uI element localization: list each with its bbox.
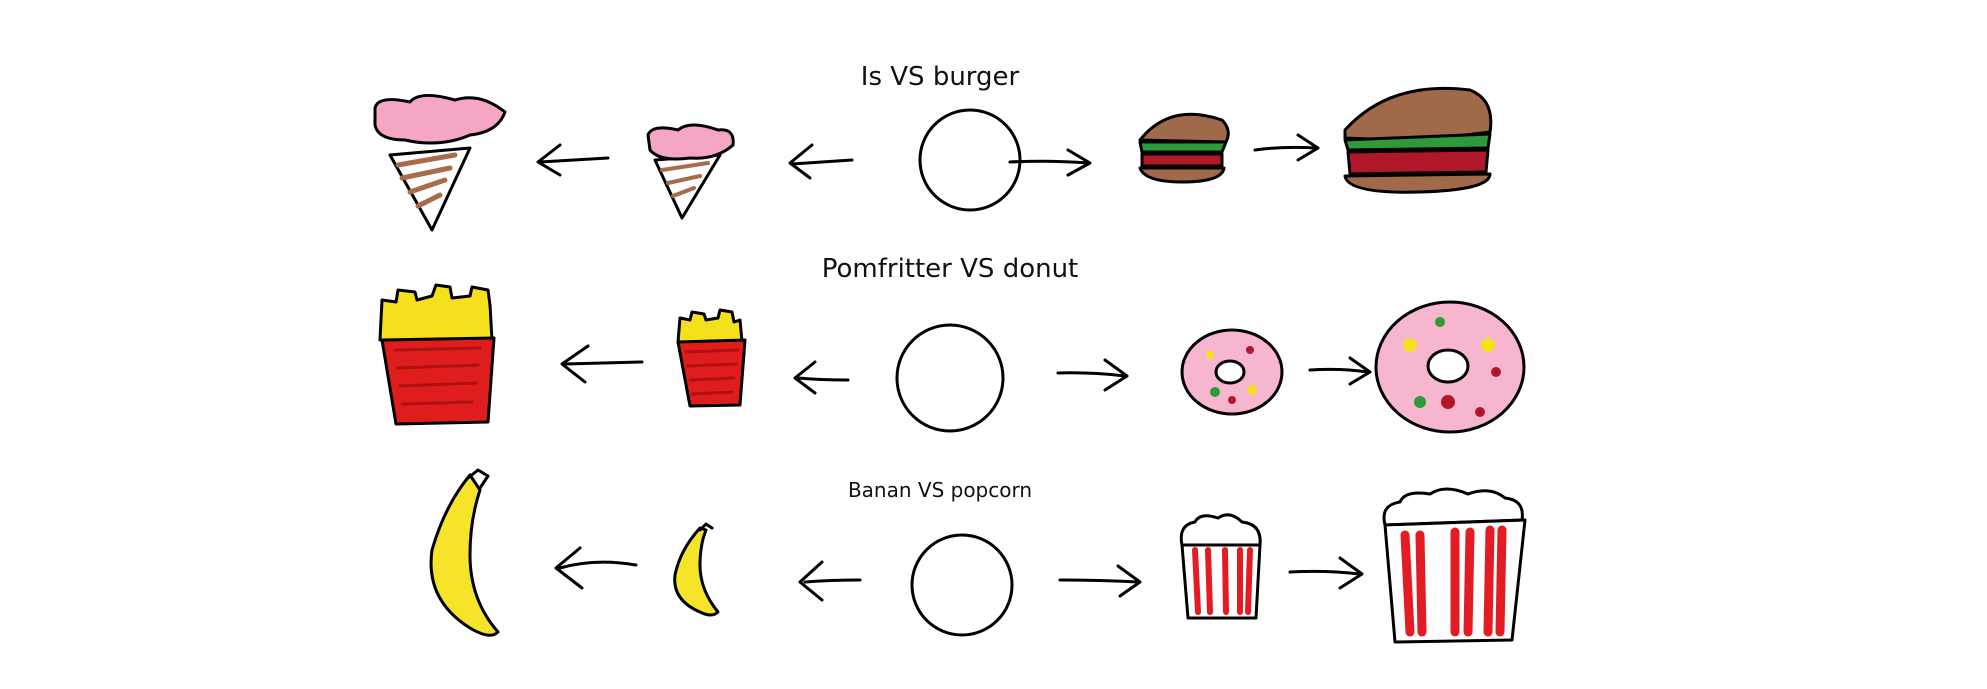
small-donut-icon — [1180, 328, 1284, 416]
large-donut-icon — [1374, 300, 1526, 434]
small-fries-icon — [676, 308, 747, 408]
large-ice-cream-icon — [373, 94, 507, 232]
arrow-right-icon — [1058, 564, 1142, 598]
large-fries-icon — [378, 283, 496, 426]
start-circle — [895, 323, 1005, 433]
small-popcorn-icon — [1179, 513, 1262, 620]
large-banana-icon — [429, 468, 500, 637]
arrow-right-icon — [1008, 148, 1092, 177]
arrow-left-icon — [554, 546, 638, 590]
start-circle — [918, 108, 1022, 212]
arrow-left-icon — [798, 560, 862, 602]
arrow-right-icon — [1253, 133, 1320, 162]
arrow-left-icon — [788, 143, 854, 180]
large-popcorn-icon — [1382, 487, 1527, 644]
arrow-right-icon — [1056, 358, 1129, 392]
row-title-ice-cream-vs-burger: Is VS burger — [860, 62, 1020, 92]
arrow-left-icon — [793, 360, 850, 395]
arrow-left-icon — [560, 344, 644, 384]
arrow-left-icon — [536, 143, 610, 177]
small-ice-cream-icon — [646, 123, 735, 220]
row-title-banana-vs-popcorn: Banan VS popcorn — [847, 478, 1033, 502]
start-circle — [910, 533, 1014, 637]
arrow-right-icon — [1288, 556, 1364, 590]
arrow-right-icon — [1308, 356, 1372, 386]
small-banana-icon — [673, 522, 720, 617]
row-title-fries-vs-donut: Pomfritter VS donut — [821, 254, 1079, 284]
small-burger-icon — [1138, 112, 1230, 184]
large-burger-icon — [1343, 86, 1493, 194]
